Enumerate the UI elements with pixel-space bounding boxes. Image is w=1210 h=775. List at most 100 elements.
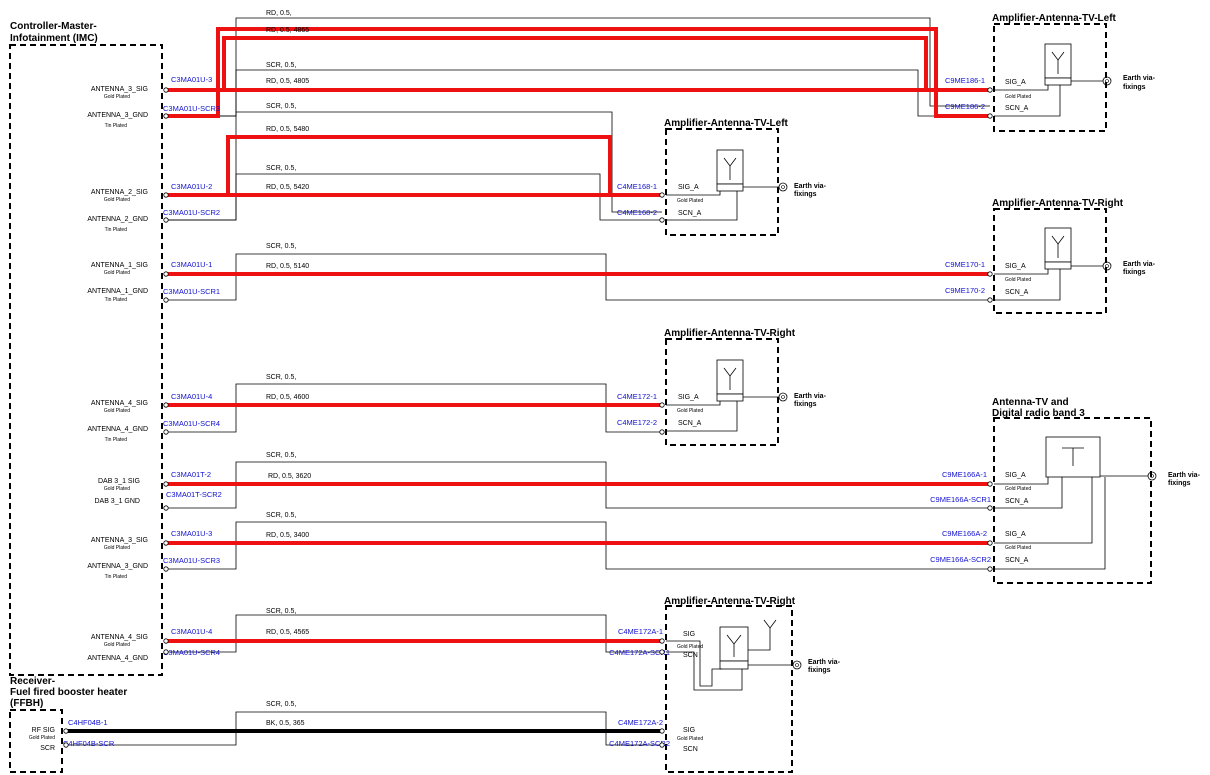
pin-label: SIG_A [1005, 531, 1026, 538]
signal-wire-5480 [166, 135, 662, 197]
connector-id: C3MA01U-1 [171, 260, 212, 269]
connector-id: C3MA01U-4 [171, 627, 212, 636]
plating-label: Gold Plated [1005, 277, 1031, 283]
antenna-tv-dab-box [993, 417, 1152, 584]
connector-id: C4ME172A-SCR2 [609, 739, 670, 748]
connector-id: C4ME168-2 [617, 208, 657, 217]
earth-label: Earth via- [794, 393, 827, 400]
wire-label: SCR, 0.5, [266, 243, 296, 250]
wire-label: BK, 0.5, 365 [266, 720, 305, 727]
pin-label: SCN_A [1005, 289, 1029, 296]
plating-label: Gold Plated [1005, 545, 1031, 551]
plating-label: Tin Plated [105, 227, 128, 233]
pin-label: SCN [683, 746, 698, 753]
connector-id: C3MA01T-SCR2 [166, 490, 222, 499]
pin-label: SIG_A [1005, 263, 1026, 270]
pin-label: ANTENNA_3_GND [87, 112, 148, 119]
connector-id: C3MA01U-SCR4 [163, 648, 220, 657]
ffbh-title-line3: (FFBH) [10, 698, 43, 709]
earth-label: fixings [1168, 480, 1191, 487]
plating-label: Gold Plated [104, 197, 130, 203]
wire-label: SCR, 0.5, [266, 512, 296, 519]
scr-wire-a2-inner [166, 173, 662, 221]
scr-wire-a4b [166, 614, 662, 653]
wire-label: RD, 0.5, 3400 [266, 532, 309, 539]
connector-id: C9ME166A-2 [942, 529, 987, 538]
pin-label: SCN_A [678, 420, 702, 427]
pin-label: ANTENNA_4_SIG [91, 634, 148, 641]
connector-id: C9ME170-2 [945, 286, 985, 295]
earth-label: Earth via- [1168, 472, 1201, 479]
amplifier-c4me172a-internals [666, 619, 802, 691]
wire-label: SCR, 0.5, [266, 374, 296, 381]
wire-label: RD, 0.5, [266, 10, 292, 17]
amplifier-c9me170-internals [994, 227, 1112, 301]
plating-label: Tin Plated [105, 123, 128, 129]
scr-wire-a1 [166, 253, 990, 301]
ffbh-title-line2: Fuel fired booster heater [10, 687, 127, 698]
antenna-tv-dab-title-line1: Antenna-TV and [992, 397, 1069, 408]
earth-label: Earth via- [1123, 75, 1156, 82]
connector-id: C3MA01U-4 [171, 392, 212, 401]
pin-label: DAB 3_1 GND [94, 498, 140, 505]
plating-label: Gold Plated [677, 408, 703, 414]
pin-label: SCN [683, 652, 698, 659]
plating-label: Gold Plated [677, 198, 703, 204]
ffbh-box [9, 709, 63, 773]
earth-label: fixings [808, 667, 831, 674]
pin-label: ANTENNA_3_GND [87, 563, 148, 570]
connector-id: C9ME170-1 [945, 260, 985, 269]
plating-label: Gold Plated [677, 736, 703, 742]
wire-label: RD, 0.5, 4805 [266, 78, 309, 85]
amplifier-c4me168-internals [666, 149, 788, 221]
pin-label: SCN_A [1005, 557, 1029, 564]
connector-id: C4HF04B-SCR [63, 739, 115, 748]
connector-id: C3MA01U-SCR3 [163, 104, 220, 113]
connector-id: C4ME168-1 [617, 182, 657, 191]
amp-c9me170-title: Amplifier-Antenna-TV-Right [992, 198, 1124, 209]
plating-label: Gold Plated [1005, 94, 1031, 100]
connector-id: C3MA01T-2 [171, 470, 211, 479]
earth-label: Earth via- [808, 659, 841, 666]
pin-label: DAB 3_1 SIG [98, 478, 140, 485]
connector-id: C9ME186-2 [945, 102, 985, 111]
scr-wire-a3-inner [166, 69, 990, 117]
ffbh-title-line1: Receiver- [10, 676, 55, 687]
pin-label: RF SIG [32, 727, 55, 734]
amp-c4me168-box [665, 128, 779, 236]
plating-label: Gold Plated [1005, 486, 1031, 492]
wire-label: RD, 0.5, 4865 [266, 27, 309, 34]
pin-label: SCR [40, 745, 55, 752]
plating-label: Gold Plated [104, 270, 130, 276]
wire-label: SCR, 0.5, [266, 608, 296, 615]
pin-terminals [63, 87, 993, 748]
plating-label: Gold Plated [104, 642, 130, 648]
pin-label: ANTENNA_3_SIG [91, 86, 148, 93]
connector-id: C4ME172A-2 [618, 718, 663, 727]
amp-c4me172-title: Amplifier-Antenna-TV-Right [664, 328, 796, 339]
pin-label: SIG [683, 631, 695, 638]
connector-id: C9ME166A-SCR2 [930, 555, 991, 564]
scr-wire-ffbh [66, 711, 662, 746]
wire-label: SCR, 0.5, [266, 701, 296, 708]
plating-label: Gold Plated [104, 545, 130, 551]
pin-label: ANTENNA_4_GND [87, 655, 148, 662]
earth-label: fixings [1123, 84, 1146, 91]
pin-label: SCN_A [678, 210, 702, 217]
connector-id: C3MA01U-2 [171, 182, 212, 191]
pin-label: ANTENNA_4_GND [87, 426, 148, 433]
scr-wire-a2-outer [166, 111, 662, 221]
plating-label: Gold Plated [104, 486, 130, 492]
earth-label: fixings [1123, 269, 1146, 276]
wire-label: RD, 0.5, 4565 [266, 629, 309, 636]
scr-wire-dab [166, 461, 990, 509]
wire-label: RD, 0.5, 3620 [268, 473, 311, 480]
earth-label: fixings [794, 191, 817, 198]
connector-id: C9ME166A-1 [942, 470, 987, 479]
pin-label: ANTENNA_1_GND [87, 288, 148, 295]
pin-label: ANTENNA_3_SIG [91, 537, 148, 544]
plating-label: Gold Plated [104, 408, 130, 414]
connector-id: C3MA01U-SCR2 [163, 208, 220, 217]
connector-id: C3MA01U-SCR4 [163, 419, 220, 428]
